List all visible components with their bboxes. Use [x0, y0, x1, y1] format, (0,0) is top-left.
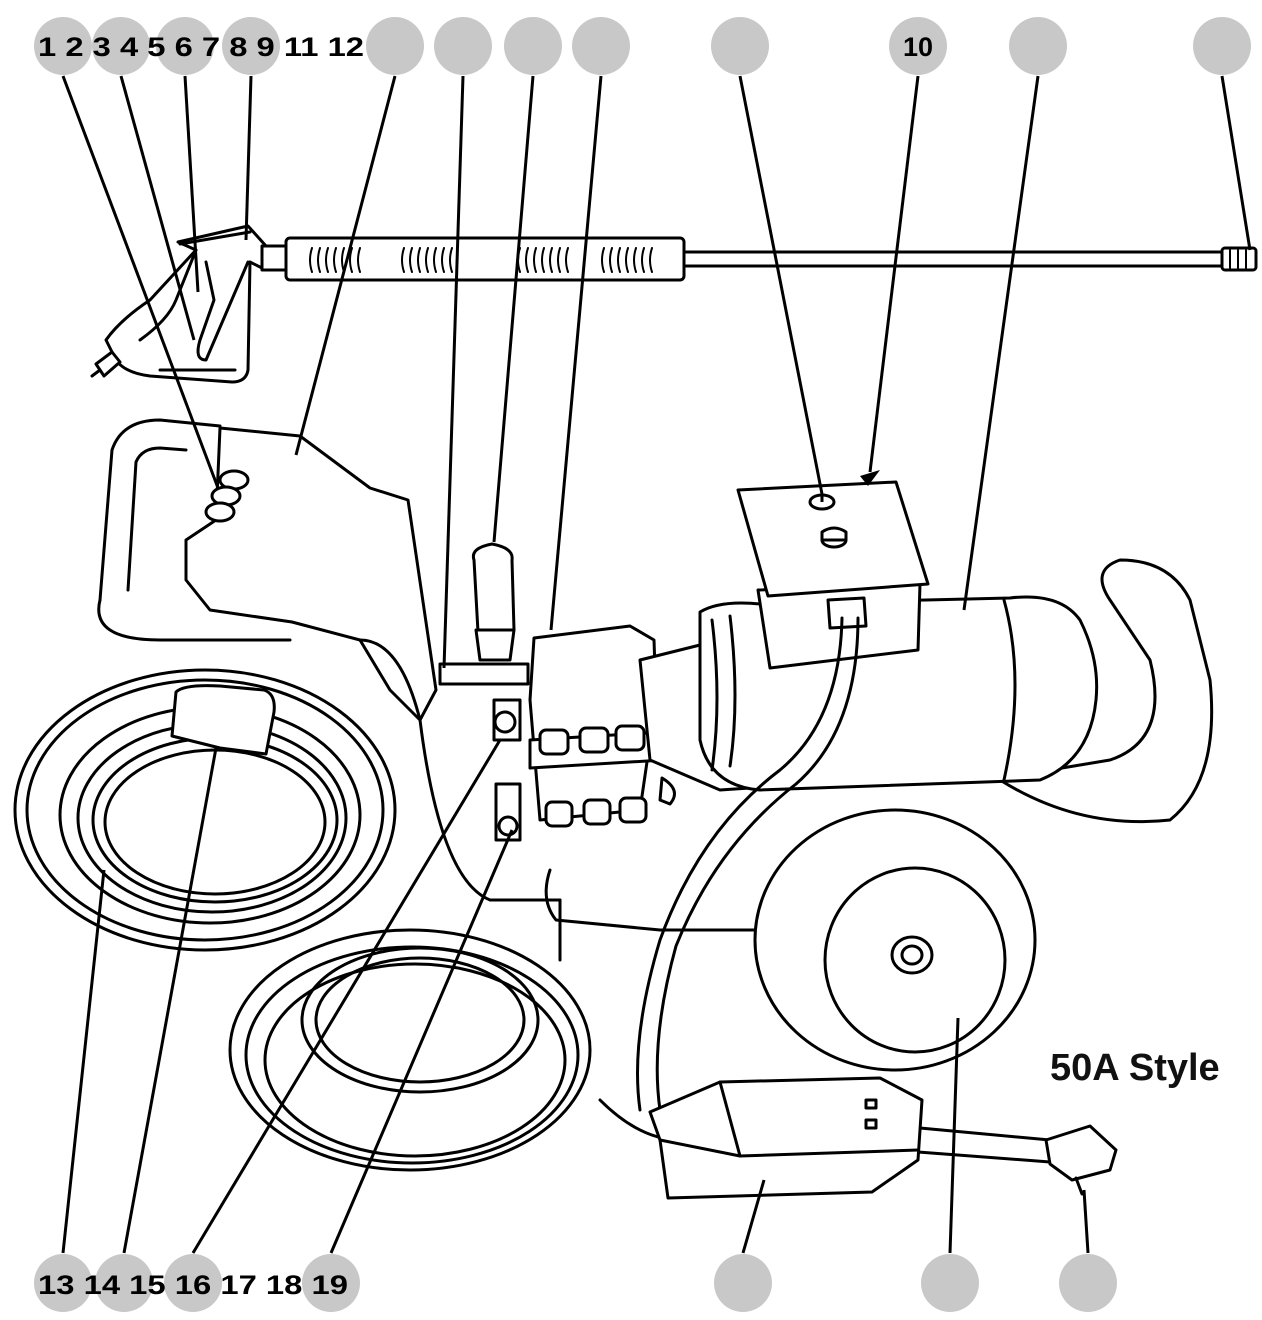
callout-circles-bottom	[34, 1254, 1117, 1312]
nozzle-holder	[204, 469, 250, 523]
callout-circles-top	[34, 17, 1251, 75]
wheel	[753, 808, 1037, 1072]
power-cord	[598, 616, 1052, 1164]
spray-gun	[90, 224, 268, 384]
plug	[1044, 1124, 1118, 1196]
frame	[97, 418, 1214, 962]
top-numbers-label: 1 2 3 4 5 6 7 8 9 11 12	[38, 32, 364, 62]
pump	[438, 542, 676, 842]
top-right-number-label: 10	[903, 32, 933, 62]
hose-tag	[170, 684, 276, 756]
hose-coil-center	[228, 928, 592, 1172]
style-label: 50A Style	[1050, 1047, 1220, 1089]
gfci-box	[648, 1076, 924, 1200]
bottom-numbers-label: 13 14 15 16 17 18 19	[38, 1270, 348, 1300]
arrow-head	[860, 470, 880, 486]
switch-box	[736, 480, 930, 670]
wand	[260, 236, 1258, 282]
leader-lines	[61, 75, 1252, 1254]
